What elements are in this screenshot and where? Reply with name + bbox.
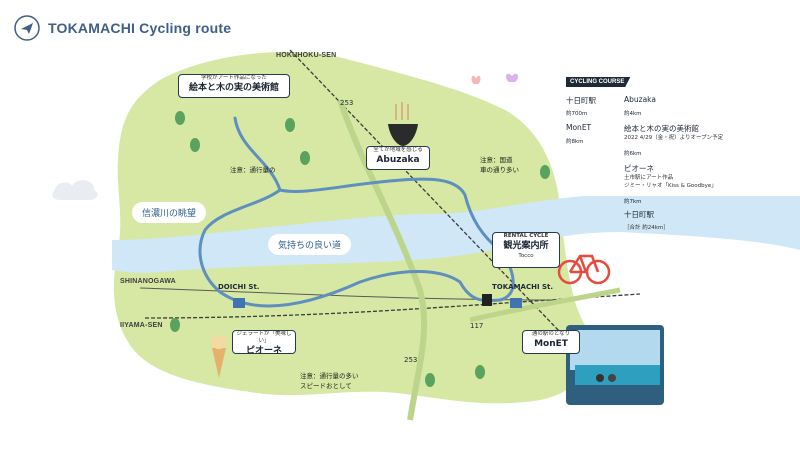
station-label-tokamachi: TOKAMACHI St. (492, 283, 554, 291)
station-label-doichi: DOICHI St. (218, 283, 260, 291)
rental-badge: RENTAL CYCLE (503, 233, 549, 239)
cycling-route (198, 116, 515, 308)
note-speed-1: 注意：通行量の多い (300, 372, 359, 380)
legend-header: CYCLING COURSE (566, 75, 631, 89)
rental-name: 観光案内所 (503, 241, 549, 252)
rail-hokuhoku (289, 49, 561, 333)
monet-name: MonET (534, 339, 568, 350)
note-speed-2: スピードおとして (300, 382, 352, 390)
road-badge-253-south: 253 (404, 356, 418, 364)
trees (170, 111, 550, 387)
callout-abuzaka[interactable]: 全てが地域を感じる Abuzaka (366, 146, 430, 170)
legend-stop: ピオーネ (624, 164, 654, 173)
ice-cream-icon (211, 335, 227, 378)
pione-name: ピオーネ (245, 346, 282, 357)
callout-monet[interactable]: 通の駅のとなり MonET (522, 330, 580, 354)
pione-caption: ジェラートが「美味しい」 (236, 331, 292, 345)
callout-rental[interactable]: RENTAL CYCLE 観光案内所 Tocco (492, 232, 560, 268)
legend-distance: 約7km (624, 199, 642, 205)
note-traffic-2b: 車の通り多い (480, 166, 519, 174)
legend-note: ジミー・リャオ「Kiss & Goodbye」 (624, 183, 717, 189)
rail-label-hokuhoku: HOKUHOKU-SEN (276, 52, 337, 59)
abuzaka-name: Abuzaka (376, 155, 420, 166)
header: TOKAMACHI Cycling route (14, 14, 231, 42)
bicycle-icon (557, 254, 611, 285)
pool-photo (566, 325, 664, 405)
legend-badge: CYCLING COURSE (566, 77, 631, 87)
road-badge-117: 117 (470, 322, 484, 330)
legend-total: ［合計 約24km］ (624, 225, 669, 231)
noodle-bowl-icon (388, 102, 418, 146)
note-traffic-2: 注意：国道 (480, 156, 513, 164)
legend-distance: 約700m (566, 111, 588, 117)
cloud-icon (52, 180, 98, 200)
legend-stop: MonET (566, 123, 592, 132)
course-legend: CYCLING COURSE 十日町駅 約700m MonET 約8km Abu… (566, 75, 791, 240)
rental-sub: Tocco (518, 252, 534, 259)
bubble-pleasant-road: 気持ちの良い道 (268, 234, 352, 255)
legend-stop: 絵本と木の実の美術館 (624, 124, 699, 133)
legend-stop: 十日町駅 (566, 96, 596, 105)
museum-name: 絵本と木の実の美術館 (188, 83, 279, 94)
road-badge-253-north: 253 (340, 99, 354, 107)
paper-plane-icon (14, 15, 40, 41)
abuzaka-caption: 全てが地域を感じる (373, 147, 423, 153)
callout-pione[interactable]: ジェラートが「美味しい」 ピオーネ (232, 330, 296, 356)
note-traffic-1: 注意：通行量の (230, 166, 276, 174)
bubble-shinano-view: 信濃川の眺望 (132, 202, 207, 223)
legend-stop: 十日町駅 (624, 210, 654, 219)
page-title: TOKAMACHI Cycling route (48, 20, 232, 36)
rental-marker (482, 294, 492, 306)
butterfly-icon (471, 73, 518, 85)
legend-distance: 約8km (566, 139, 584, 145)
road-117 (469, 287, 621, 323)
museum-caption: 学校がアート作品になった (201, 75, 267, 81)
monet-caption: 通の駅のとなり (531, 331, 571, 337)
rail-label-shinanogawa: SHINANOGAWA (120, 278, 176, 285)
legend-distance: 約6km (624, 151, 642, 157)
station-marker-tokamachi (510, 298, 522, 308)
rail-label-iiyama: IIYAMA-SEN (120, 322, 163, 329)
legend-note: 2022 4/29（金・祝）よりオープン予定 (624, 135, 724, 141)
legend-note: 土市駅にアート作品 (624, 175, 674, 181)
legend-distance: 約4km (624, 111, 642, 117)
station-marker-doichi (233, 298, 245, 308)
legend-stop: Abuzaka (624, 95, 656, 104)
road-253 (337, 99, 428, 421)
callout-museum[interactable]: 学校がアート作品になった 絵本と木の実の美術館 (178, 74, 290, 98)
